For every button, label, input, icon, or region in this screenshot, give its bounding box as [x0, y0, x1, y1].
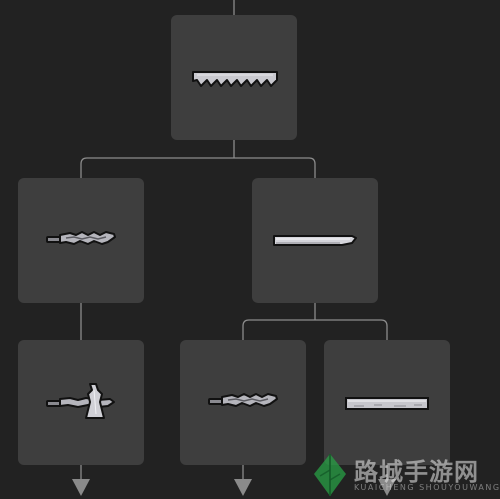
hand-axe-icon — [46, 383, 115, 419]
down-arrow-icon — [378, 479, 396, 496]
connector-branch-1 — [80, 157, 316, 178]
tree-node-flat-blade[interactable] — [252, 178, 378, 303]
metal-bar-icon — [345, 397, 429, 410]
tree-node-saw[interactable] — [171, 15, 297, 140]
down-arrow-icon — [72, 479, 90, 496]
tree-node-jagged-knife-2[interactable] — [180, 340, 306, 465]
flat-blade-icon — [273, 235, 357, 246]
tree-node-jagged-knife[interactable] — [18, 178, 144, 303]
serrated-saw-blade-icon — [192, 71, 278, 87]
jagged-knife-icon — [46, 231, 116, 245]
tree-node-hand-axe[interactable] — [18, 340, 144, 465]
down-arrow-icon — [234, 479, 252, 496]
tree-node-metal-bar[interactable] — [324, 340, 450, 465]
jagged-knife-icon — [208, 393, 278, 407]
connector-branch-2 — [242, 319, 388, 340]
